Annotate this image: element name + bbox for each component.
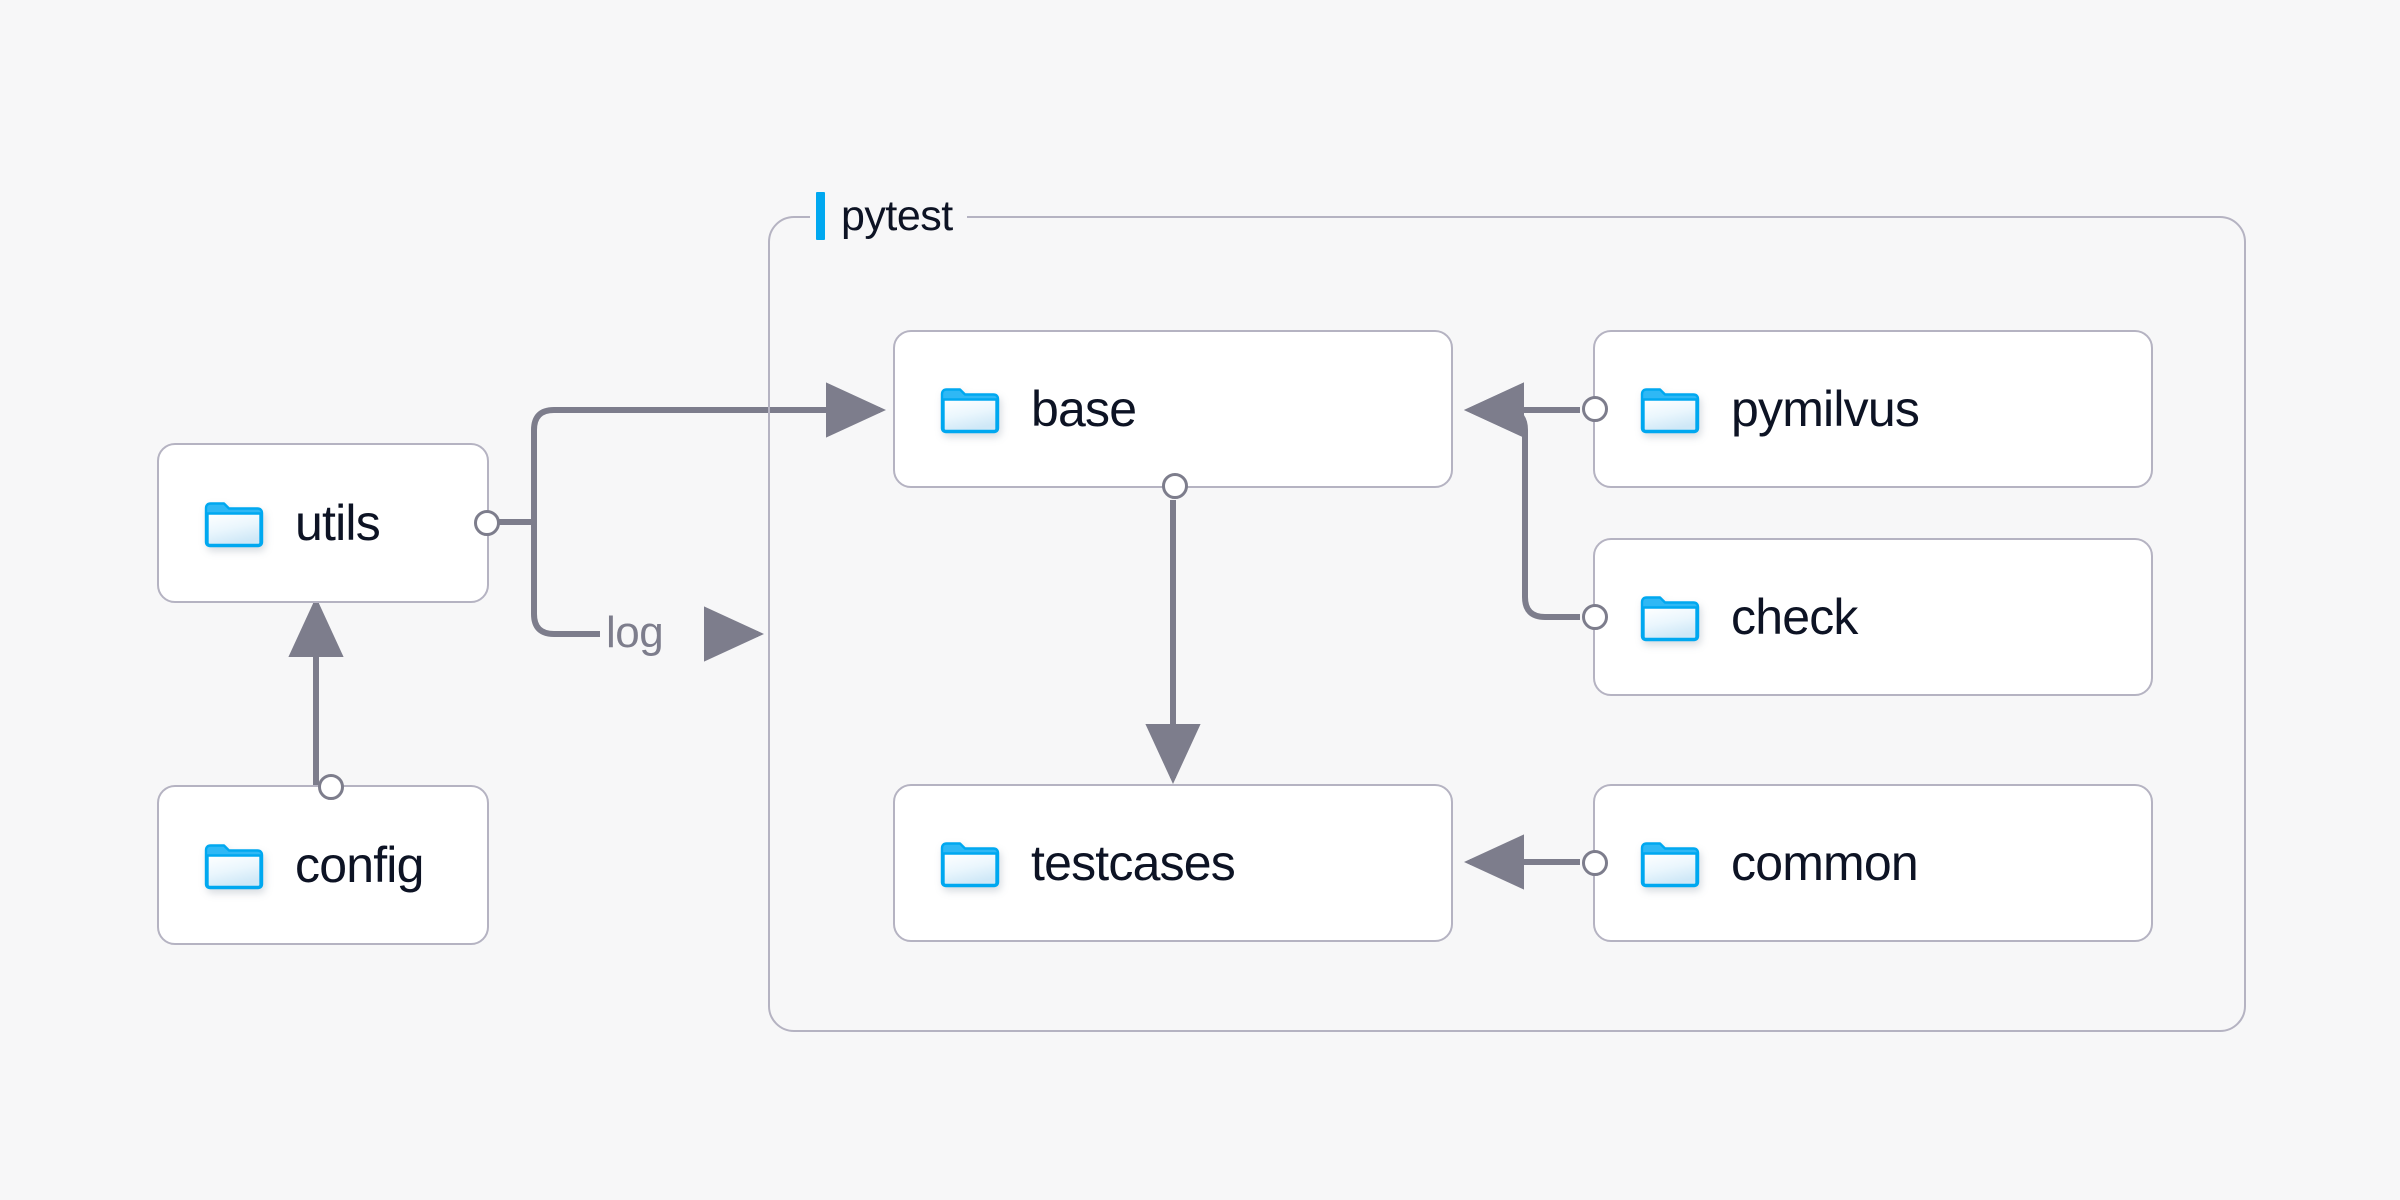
port-base-bottom[interactable] bbox=[1162, 473, 1188, 499]
node-utils[interactable]: utils bbox=[157, 443, 500, 603]
folder-icon bbox=[939, 383, 1001, 435]
node-label-check: check bbox=[1731, 589, 1858, 645]
node-check[interactable]: check bbox=[1582, 538, 2153, 696]
port-utils-right[interactable] bbox=[474, 510, 500, 536]
pytest-group-container[interactable] bbox=[768, 216, 2246, 1032]
port-check-left[interactable] bbox=[1582, 604, 1608, 630]
folder-icon bbox=[203, 497, 265, 549]
node-label-common: common bbox=[1731, 835, 1919, 891]
group-accent-bar bbox=[816, 192, 825, 240]
node-base[interactable]: base bbox=[893, 330, 1453, 499]
port-config-top[interactable] bbox=[318, 774, 344, 800]
node-testcases[interactable]: testcases bbox=[893, 784, 1453, 942]
folder-icon bbox=[1639, 591, 1701, 643]
folder-icon bbox=[939, 837, 1001, 889]
pytest-group-label: pytest bbox=[810, 186, 967, 246]
node-label-utils: utils bbox=[295, 495, 381, 551]
node-config[interactable]: config bbox=[157, 774, 489, 945]
node-common[interactable]: common bbox=[1582, 784, 2153, 942]
folder-icon bbox=[1639, 837, 1701, 889]
node-label-testcases: testcases bbox=[1031, 835, 1236, 891]
node-label-config: config bbox=[295, 837, 424, 893]
port-pymilvus-left[interactable] bbox=[1582, 396, 1608, 422]
folder-icon bbox=[1639, 383, 1701, 435]
edge-label-log: log bbox=[606, 608, 664, 657]
node-pymilvus[interactable]: pymilvus bbox=[1582, 330, 2153, 488]
node-label-base: base bbox=[1031, 381, 1137, 437]
edge-utils-to-log bbox=[531, 522, 600, 637]
node-label-pymilvus: pymilvus bbox=[1731, 381, 1920, 437]
port-common-left[interactable] bbox=[1582, 850, 1608, 876]
group-label-text: pytest bbox=[841, 191, 953, 240]
folder-icon bbox=[203, 839, 265, 891]
